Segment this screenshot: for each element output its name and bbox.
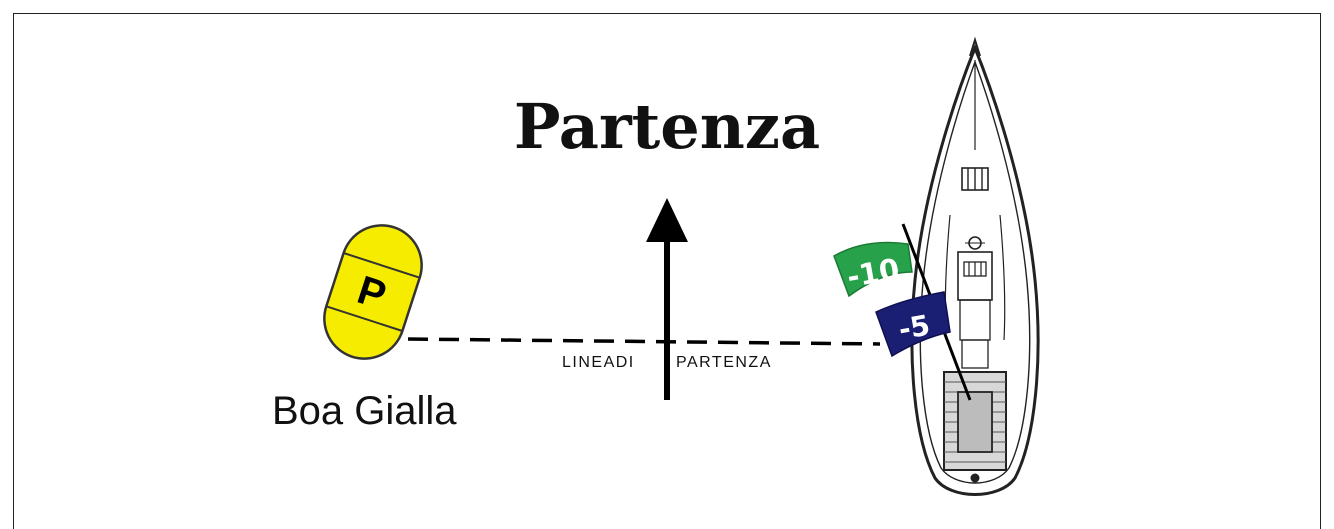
start-line [407,337,881,346]
buoy-caption: Boa Gialla [272,389,457,433]
flag-minus-5 [875,291,951,358]
sailboat [910,36,1040,496]
flag-minus-5-label: -5 [896,309,932,347]
yellow-buoy [323,224,423,360]
start-line-label-bg-2 [672,348,806,372]
start-line-label-2: PARTENZA [676,354,772,371]
direction-arrow [646,198,688,400]
diagram-frame [13,13,1321,529]
start-line-label: LINEADI [562,354,635,371]
diagram-title: Partenza [514,90,820,163]
flag-minus-10 [833,241,913,298]
start-line-label-bg [560,348,656,372]
